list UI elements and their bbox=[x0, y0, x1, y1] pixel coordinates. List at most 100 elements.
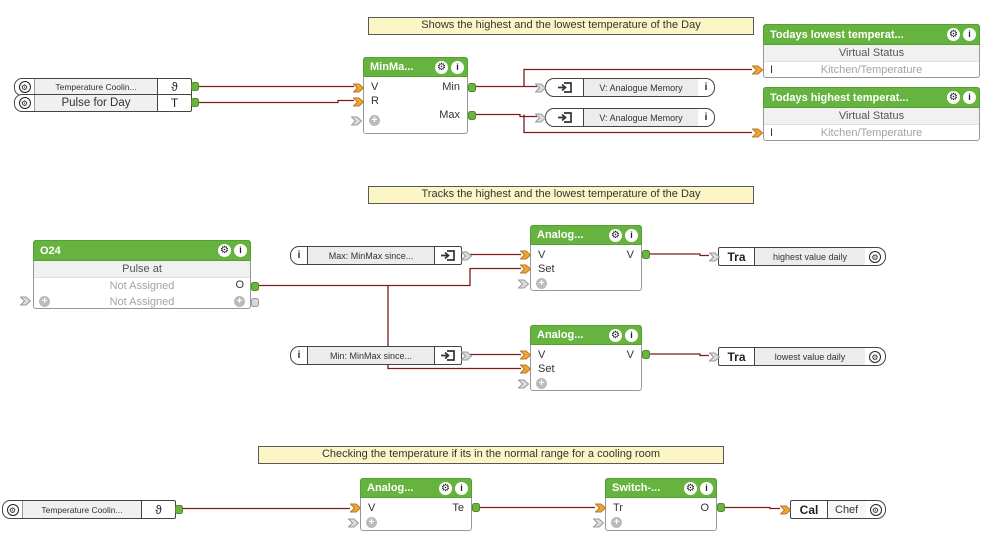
output-connector[interactable] bbox=[175, 505, 183, 514]
gear-icon[interactable]: ⚙ bbox=[947, 91, 960, 104]
port-label-tr: Tr bbox=[613, 502, 623, 514]
gear-icon[interactable]: ⚙ bbox=[609, 228, 622, 242]
max-minmax-ref[interactable]: i Max: MinMax since... bbox=[290, 246, 473, 265]
input-connector-v[interactable] bbox=[519, 250, 532, 260]
output-connector[interactable] bbox=[460, 351, 473, 361]
output-connector-v[interactable] bbox=[642, 250, 650, 259]
status-todays-lowest-block[interactable]: Todays lowest temperat... ⚙ i Virtual St… bbox=[751, 24, 980, 78]
wire bbox=[523, 114, 752, 134]
info-icon[interactable]: i bbox=[451, 60, 464, 74]
input-connector[interactable] bbox=[708, 352, 721, 362]
analogue-memory-ref-1[interactable]: V: Analogue Memory i bbox=[534, 78, 715, 97]
port-label-set: Set bbox=[538, 363, 555, 375]
output-connector[interactable] bbox=[191, 82, 199, 91]
info-icon[interactable]: i bbox=[297, 250, 301, 261]
spare-input-connector[interactable] bbox=[517, 279, 530, 289]
info-icon[interactable]: i bbox=[234, 244, 247, 257]
gear-icon[interactable]: ⚙ bbox=[18, 81, 31, 93]
info-icon[interactable]: i bbox=[704, 112, 708, 123]
input-connector[interactable] bbox=[751, 65, 764, 75]
spare-input-connector[interactable] bbox=[517, 379, 530, 389]
switch-block[interactable]: Switch-... ⚙ i Tr O + bbox=[592, 478, 725, 531]
sensor-pulse-for-day[interactable]: ⚙ Pulse for Day T bbox=[14, 94, 199, 112]
output-connector-te[interactable] bbox=[472, 503, 480, 512]
input-connector[interactable] bbox=[534, 113, 547, 123]
info-icon[interactable]: i bbox=[625, 228, 638, 242]
info-icon[interactable]: i bbox=[700, 481, 713, 495]
gear-icon[interactable]: ⚙ bbox=[869, 250, 881, 263]
spare-output-connector[interactable] bbox=[251, 298, 259, 307]
sensor-label: Temperature Coolin... bbox=[34, 79, 158, 95]
input-connector-v[interactable] bbox=[352, 83, 365, 93]
sensor-temperature-cooling-bottom[interactable]: ⚙ Temperature Coolin... ϑ bbox=[2, 500, 183, 519]
input-connector[interactable] bbox=[751, 128, 764, 138]
input-connector[interactable] bbox=[708, 252, 721, 262]
add-output-icon[interactable]: + bbox=[234, 296, 245, 307]
tracker-highest-flag[interactable]: Tra highest value daily ⚙ bbox=[708, 247, 886, 266]
input-connector[interactable] bbox=[779, 505, 792, 515]
gear-icon[interactable]: ⚙ bbox=[609, 328, 622, 342]
wire bbox=[476, 113, 537, 118]
spare-input-connector[interactable] bbox=[350, 116, 363, 126]
output-connector[interactable] bbox=[191, 98, 199, 107]
output-connector-max[interactable] bbox=[468, 111, 476, 120]
spare-input-connector[interactable] bbox=[347, 518, 360, 528]
gear-icon[interactable]: ⚙ bbox=[869, 503, 882, 516]
info-icon[interactable]: i bbox=[455, 481, 468, 495]
comment-banner-bottom[interactable]: Checking the temperature if its in the n… bbox=[258, 446, 724, 464]
gear-icon[interactable]: ⚙ bbox=[869, 350, 881, 363]
analog-block-bottom[interactable]: Analog... ⚙ i V Te + bbox=[347, 478, 480, 531]
output-connector-min[interactable] bbox=[468, 83, 476, 92]
gear-icon[interactable]: ⚙ bbox=[6, 503, 19, 516]
input-connector-r[interactable] bbox=[352, 97, 365, 107]
analog-memory-block-top[interactable]: Analog... ⚙ i V V Set + bbox=[517, 225, 650, 291]
input-connector-set[interactable] bbox=[519, 264, 532, 274]
input-connector-tr[interactable] bbox=[594, 503, 607, 513]
gear-end: ⚙ bbox=[3, 501, 22, 518]
minmax-block[interactable]: MinMa... ⚙ i V Min R Max + bbox=[350, 57, 476, 134]
analog-memory-block-middle[interactable]: Analog... ⚙ i V V Set + bbox=[517, 325, 650, 391]
status-todays-highest-block[interactable]: Todays highest temperat... ⚙ i Virtual S… bbox=[751, 87, 980, 141]
tracker-label: lowest value daily bbox=[755, 348, 865, 365]
spare-input-connector[interactable] bbox=[592, 518, 605, 528]
input-connector[interactable] bbox=[534, 83, 547, 93]
gear-end: ⚙ bbox=[865, 348, 885, 365]
info-icon[interactable]: i bbox=[963, 28, 976, 41]
add-input-icon[interactable]: + bbox=[536, 378, 547, 389]
gear-icon[interactable]: ⚙ bbox=[684, 481, 697, 495]
cal-chef-flag[interactable]: Cal Chef ⚙ bbox=[779, 500, 886, 519]
add-input-icon[interactable]: + bbox=[536, 278, 547, 289]
tracker-lowest-flag[interactable]: Tra lowest value daily ⚙ bbox=[708, 347, 886, 366]
add-input-icon[interactable]: + bbox=[611, 517, 622, 528]
status-value: Kitchen/Temperature bbox=[820, 127, 923, 139]
port-label-o: O bbox=[700, 502, 709, 514]
add-input-icon[interactable]: + bbox=[39, 296, 50, 307]
output-connector-v[interactable] bbox=[642, 350, 650, 359]
gear-icon[interactable]: ⚙ bbox=[947, 28, 960, 41]
min-minmax-ref[interactable]: i Min: MinMax since... bbox=[290, 346, 473, 365]
wires-group bbox=[181, 68, 780, 510]
info-icon[interactable]: i bbox=[704, 82, 708, 93]
gear-icon[interactable]: ⚙ bbox=[218, 244, 231, 257]
gear-icon[interactable]: ⚙ bbox=[439, 481, 452, 495]
o24-scheduler-block[interactable]: O24 ⚙ i Pulse at Not Assigned Not Assign… bbox=[19, 240, 259, 309]
add-input-icon[interactable]: + bbox=[366, 517, 377, 528]
info-icon[interactable]: i bbox=[963, 91, 976, 104]
port-label-o: O bbox=[235, 279, 244, 291]
output-connector-o[interactable] bbox=[717, 503, 725, 512]
output-connector-o[interactable] bbox=[251, 282, 259, 291]
input-connector-v[interactable] bbox=[519, 350, 532, 360]
spare-input-connector[interactable] bbox=[19, 296, 32, 306]
output-connector[interactable] bbox=[460, 251, 473, 261]
port-label-v: V bbox=[371, 81, 379, 93]
comment-banner-middle[interactable]: Tracks the highest and the lowest temper… bbox=[368, 186, 754, 204]
input-connector-v[interactable] bbox=[349, 503, 362, 513]
add-input-icon[interactable]: + bbox=[369, 115, 380, 126]
input-connector-set[interactable] bbox=[519, 364, 532, 374]
gear-icon[interactable]: ⚙ bbox=[435, 60, 448, 74]
info-icon[interactable]: i bbox=[625, 328, 638, 342]
analogue-memory-ref-2[interactable]: V: Analogue Memory i bbox=[534, 108, 715, 127]
gear-icon[interactable]: ⚙ bbox=[18, 97, 31, 109]
comment-banner-top[interactable]: Shows the highest and the lowest tempera… bbox=[368, 17, 754, 35]
info-icon[interactable]: i bbox=[297, 350, 301, 361]
